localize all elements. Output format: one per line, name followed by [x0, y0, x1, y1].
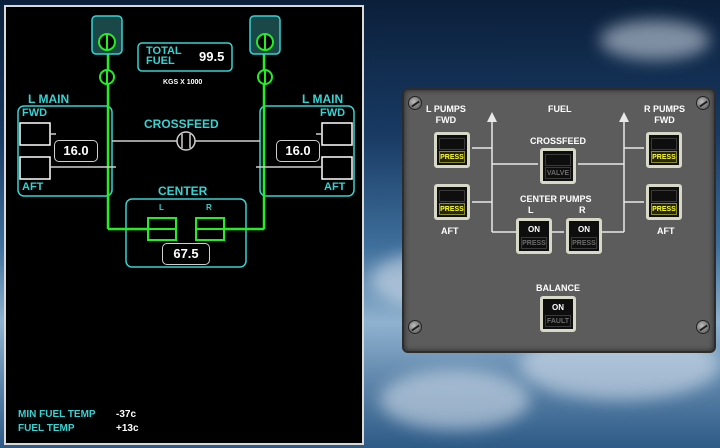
- center-tank-outline: [125, 198, 247, 268]
- center-pumps-label: CENTER PUMPS: [520, 194, 592, 204]
- aft-left-label: AFT: [441, 226, 459, 236]
- screw-icon: [408, 320, 422, 334]
- right-aft-label: AFT: [324, 181, 346, 193]
- left-aft-label: AFT: [22, 181, 44, 193]
- fuel-panel-title: FUEL: [548, 104, 572, 114]
- crossfeed-label: CROSSFEED: [144, 117, 219, 131]
- screw-icon: [696, 96, 710, 110]
- center-title: CENTER: [158, 184, 208, 198]
- crossfeed-top-legend: [545, 154, 571, 166]
- aft-right-label: AFT: [657, 226, 675, 236]
- min-fuel-temp-label: MIN FUEL TEMP: [18, 409, 96, 420]
- left-main-quantity: 16.0: [54, 140, 98, 162]
- r-aft-pump-press-light: PRESS: [651, 203, 677, 215]
- r-fwd-pump-switch[interactable]: PRESS: [646, 132, 682, 168]
- l-fwd-pump-top-legend: [439, 138, 465, 150]
- r-fwd-pump-top-legend: [651, 138, 677, 150]
- right-main-tank-outline: [259, 105, 355, 197]
- center-pump-l-label: L: [528, 205, 534, 215]
- screw-icon: [408, 96, 422, 110]
- crossfeed-valve-icon: [176, 131, 196, 151]
- crossfeed-panel-label: CROSSFEED: [530, 136, 587, 146]
- center-l-pump-switch[interactable]: ON PRESS: [516, 218, 552, 254]
- center-r-pump-switch[interactable]: ON PRESS: [566, 218, 602, 254]
- min-fuel-temp-value: -37c: [116, 409, 137, 420]
- left-fwd-label: FWD: [22, 107, 48, 119]
- right-fwd-label: FWD: [320, 107, 346, 119]
- cloud: [380, 370, 530, 430]
- cloud: [600, 20, 710, 60]
- crossfeed-valve-switch[interactable]: VALVE: [540, 148, 576, 184]
- fuel-synoptic-display: TOTAL FUEL 99.5 KGS X 1000 L MAIN FWD AF…: [4, 5, 364, 445]
- r-aft-pump-switch[interactable]: PRESS: [646, 184, 682, 220]
- center-l-label: L: [159, 203, 164, 212]
- l-fwd-pump-press-light: PRESS: [439, 151, 465, 163]
- center-quantity: 67.5: [162, 243, 210, 265]
- r-aft-pump-top-legend: [651, 190, 677, 202]
- synoptic-lines: [17, 15, 355, 268]
- total-fuel-label: TOTAL FUEL: [146, 45, 182, 67]
- screw-icon: [696, 320, 710, 334]
- balance-label: BALANCE: [536, 283, 580, 293]
- center-l-pump-on-legend: ON: [528, 225, 540, 234]
- l-fwd-pump-switch[interactable]: PRESS: [434, 132, 470, 168]
- balance-on-legend: ON: [552, 303, 564, 312]
- left-fwd-pump-icon: [19, 122, 51, 146]
- fuel-control-panel: FUEL L PUMPS FWD R PUMPS FWD CROSSFEED C…: [402, 88, 716, 353]
- r-pumps-label: R PUMPS FWD: [644, 104, 686, 125]
- units-label: KGS X 1000: [163, 79, 203, 86]
- left-main-tank-outline: [17, 105, 113, 197]
- panel-flow-lines: [472, 112, 644, 233]
- l-aft-pump-press-light: PRESS: [439, 203, 465, 215]
- l-aft-pump-switch[interactable]: PRESS: [434, 184, 470, 220]
- right-main-title: L MAIN: [302, 92, 344, 106]
- total-fuel-box: [137, 42, 233, 72]
- left-aft-pump-icon: [19, 156, 51, 180]
- l-pumps-label: L PUMPS FWD: [426, 104, 466, 125]
- crossfeed-valve-light: VALVE: [545, 167, 571, 179]
- right-main-quantity: 16.0: [276, 140, 320, 162]
- center-r-pump-press-light: PRESS: [571, 237, 597, 249]
- l-aft-pump-top-legend: [439, 190, 465, 202]
- center-r-pump-on-legend: ON: [578, 225, 590, 234]
- fuel-temp-value: +13c: [116, 423, 139, 434]
- left-main-title: L MAIN: [28, 92, 70, 106]
- right-aft-pump-icon: [321, 156, 353, 180]
- r-fwd-pump-press-light: PRESS: [651, 151, 677, 163]
- center-l-pump-press-light: PRESS: [521, 237, 547, 249]
- total-fuel-value: 99.5: [199, 49, 225, 64]
- center-pump-r-label: R: [579, 205, 586, 215]
- right-fwd-pump-icon: [321, 122, 353, 146]
- center-r-label: R: [206, 203, 212, 212]
- balance-fault-light: FAULT: [545, 315, 571, 327]
- balance-switch[interactable]: ON FAULT: [540, 296, 576, 332]
- fuel-temp-label: FUEL TEMP: [18, 423, 75, 434]
